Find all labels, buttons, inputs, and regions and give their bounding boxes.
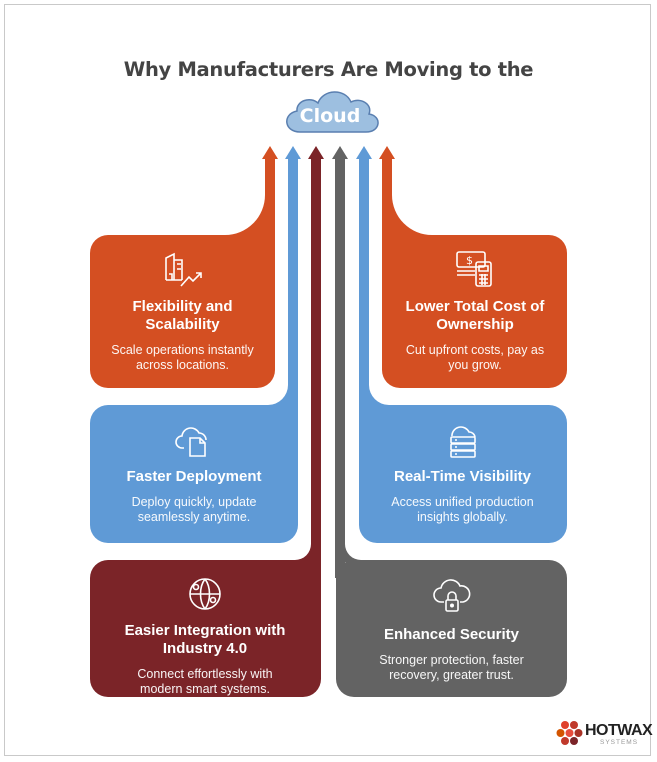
card-desc: recovery, greater trust. (389, 668, 514, 682)
card-title: Industry 4.0 (162, 640, 248, 657)
arrow-head (379, 146, 395, 159)
card-shape (90, 560, 321, 697)
card-title: Faster Deployment (126, 468, 262, 485)
page-frame (4, 4, 651, 756)
card-desc: Stronger protection, faster (379, 653, 524, 667)
stem-flare (295, 544, 311, 562)
cloud-lock-icon (432, 579, 470, 612)
buildings-growth-icon (164, 252, 202, 287)
svg-text:$: $ (466, 254, 473, 267)
stem-flare (345, 544, 361, 562)
arrow-head (356, 146, 372, 159)
card-desc: Scale operations instantly (111, 343, 254, 357)
cloud-shape (286, 91, 379, 133)
card-title: Flexibility and (132, 298, 233, 315)
arrow-head (332, 146, 348, 159)
card-security: Enhanced Security Stronger protection, f… (336, 576, 567, 683)
card-title: Scalability (145, 316, 220, 333)
card-integration: Easier Integration with Industry 4.0 Con… (90, 576, 320, 697)
card-flexibility: Flexibility and Scalability Scale operat… (90, 250, 275, 373)
money-calculator-icon: $ (456, 251, 492, 287)
stem-flare (225, 195, 265, 237)
card-real-time-visibility: Real-Time Visibility Access unified prod… (358, 422, 567, 525)
card-title: Ownership (436, 316, 514, 333)
cloud-label: Cloud (299, 105, 361, 127)
card-title: Enhanced Security (383, 626, 520, 643)
arrow-stem (359, 158, 369, 423)
card-title: Easier Integration with (124, 622, 286, 639)
cloud-server-icon (449, 426, 476, 458)
card-desc: across locations. (135, 358, 230, 372)
stem-flare (369, 385, 389, 407)
card-lower-cost: $ Lower Total Cost of Ownership Cut upfr… (383, 250, 567, 373)
cloud-document-icon (175, 427, 207, 457)
page-title: Why Manufacturers Are Moving to the (123, 58, 534, 81)
arrow-head (285, 146, 301, 159)
globe-network-icon (189, 578, 221, 610)
hotwax-logo (556, 721, 583, 745)
card-desc: seamlessly anytime. (137, 510, 251, 524)
arrow-stem (382, 158, 392, 253)
card-desc: you grow. (448, 358, 502, 372)
card-desc: Access unified production (391, 495, 534, 509)
card-desc: insights globally. (417, 510, 508, 524)
card-faster-deployment: Faster Deployment Deploy quickly, update… (90, 422, 298, 525)
card-shape (382, 235, 567, 388)
stem-flare (268, 385, 288, 407)
arrow-stem (311, 158, 321, 578)
card-desc: Cut upfront costs, pay as (405, 343, 545, 357)
logo-sub: SYSTEMS (600, 739, 639, 746)
card-shape (90, 235, 275, 388)
arrow-head (308, 146, 324, 159)
arrow-stem (265, 158, 275, 253)
card-desc: Deploy quickly, update (131, 495, 257, 509)
card-title: Lower Total Cost of (405, 298, 545, 315)
stem-flare (392, 195, 432, 237)
card-title: Real-Time Visibility (394, 468, 531, 485)
card-desc: modern smart systems. (140, 682, 270, 696)
card-shape (336, 560, 567, 697)
arrow-stem (335, 158, 345, 578)
logo-name: HOTWAX (585, 722, 653, 739)
card-shape (359, 405, 567, 543)
arrow-stem (288, 158, 298, 423)
arrow-head (262, 146, 278, 159)
card-shape (90, 405, 298, 543)
card-desc: Connect effortlessly with (137, 667, 273, 681)
